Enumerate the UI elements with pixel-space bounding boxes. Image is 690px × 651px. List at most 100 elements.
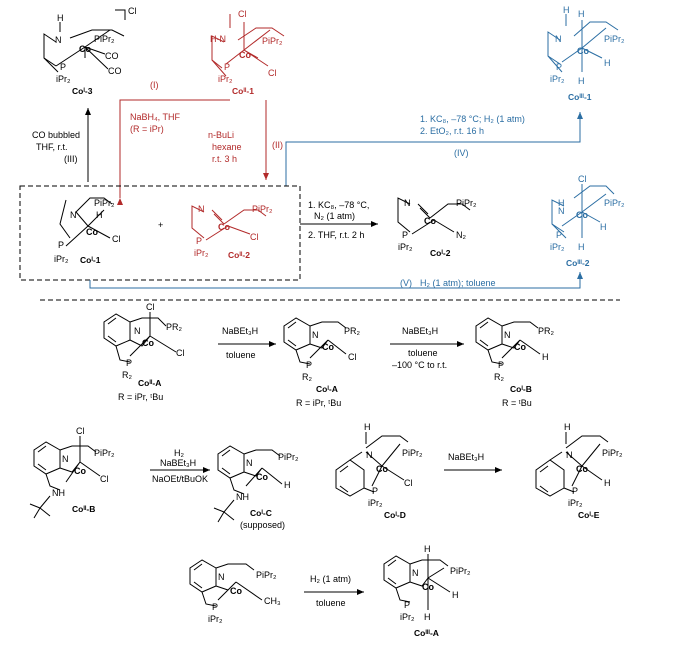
co1-b-label: Coᴵ-B — [510, 384, 532, 394]
svg-text:Co: Co — [514, 342, 526, 352]
co1-a-label: Coᴵ-A — [316, 384, 338, 394]
co1-3-ipr2: iPr₂ — [56, 74, 71, 84]
co1-ch3-ipr2: iPr₂ — [208, 614, 223, 624]
compound-co1-e — [535, 432, 609, 497]
co1-a-pr2: PR₂ — [344, 326, 361, 336]
plus-sign: + — [158, 220, 163, 230]
svg-text:Co: Co — [422, 582, 434, 592]
cond-ii-line3: r.t. 3 h — [212, 154, 237, 164]
co2-2-p: P — [196, 236, 202, 246]
co1-b-h: H — [542, 352, 549, 362]
co1-e-h-n: H — [564, 422, 571, 432]
co1-a-p: P — [306, 360, 312, 370]
co1-c-note: (supposed) — [240, 520, 285, 530]
cond-n2-line2: N₂ (1 atm) — [314, 211, 355, 221]
co3-1-h-b: H — [578, 76, 585, 86]
svg-text:Co: Co — [79, 44, 91, 54]
cond-e1-bot: toluene — [316, 598, 346, 608]
compound-co2-b — [29, 436, 101, 519]
co1-e-pipr2: PiPr₂ — [602, 448, 623, 458]
co2-1-cl: Cl — [268, 68, 277, 78]
arrow-i — [117, 99, 230, 205]
cond-b1-top: H₂ — [174, 448, 184, 458]
co1-d-cl: Cl — [404, 478, 413, 488]
cond-a2-mid: toluene — [408, 348, 438, 358]
svg-text:Co: Co — [142, 338, 154, 348]
co1-d-label: Coᴵ-D — [384, 510, 406, 520]
co1-1-p: P — [58, 240, 64, 250]
co1-3-n: N — [55, 35, 62, 45]
svg-text:Co: Co — [74, 466, 86, 476]
co1-a-note: R = iPr, ᵗBu — [296, 398, 341, 408]
co1-b-r2: R₂ — [494, 372, 504, 382]
cond-iii-label: (III) — [64, 154, 78, 164]
co1-1-n: N — [70, 210, 77, 220]
co1-2-pipr2: PiPr₂ — [456, 198, 477, 208]
co3-1-label: Coᴵᴵᴵ-1 — [568, 92, 592, 102]
co2-b-n: N — [62, 454, 69, 464]
dashed-box — [19, 185, 301, 281]
co1-d-ipr2: iPr₂ — [368, 498, 383, 508]
co1-2-n2: N₂ — [456, 230, 466, 240]
co3-a-pipr2: PiPr₂ — [450, 566, 471, 576]
co1-d-pipr2: PiPr₂ — [402, 448, 423, 458]
cond-i-label: (I) — [150, 80, 159, 90]
compound-co2-a — [103, 312, 177, 363]
co2-a-note: R = iPr, ᵗBu — [118, 392, 163, 402]
co1-c-pipr2: PiPr₂ — [278, 452, 299, 462]
co1-2-p: P — [402, 230, 408, 240]
compound-co3-a — [383, 554, 451, 610]
co1-c-label: Coᴵ-C — [250, 508, 272, 518]
co1-e-n: N — [566, 450, 573, 460]
cond-b1-mid: NaBEt₃H — [160, 458, 196, 468]
co3-2-label: Coᴵᴵᴵ-2 — [566, 258, 590, 268]
co3-a-p: P — [404, 600, 410, 610]
co2-1-pipr2: PiPr₂ — [262, 36, 283, 46]
co1-b-p: P — [498, 360, 504, 370]
co1-3-co-b: CO — [108, 66, 122, 76]
co1-ch3-ch3: CH₃ — [264, 596, 281, 606]
cond-ii-line1: n-BuLi — [208, 130, 234, 140]
cond-v-label: (V) — [400, 278, 412, 288]
co3-1-n: N — [555, 34, 562, 44]
co1-e-p: P — [572, 486, 578, 496]
co2-a-label: Coᴵᴵ-A — [138, 378, 161, 388]
co2-2-pipr2: PiPr₂ — [252, 204, 273, 214]
co1-ch3-n: N — [218, 572, 225, 582]
co2-a-n: N — [134, 326, 141, 336]
cond-v-line1: H₂ (1 atm); toluene — [420, 278, 496, 288]
co1-1-h: H — [96, 210, 103, 220]
co3-2-h-a: H — [600, 222, 607, 232]
compound-co2-2 — [191, 205, 267, 241]
compound-co1-a — [283, 317, 347, 365]
cond-ii-label: (II) — [272, 140, 283, 150]
co3-2-h-b: H — [578, 242, 585, 252]
co1-b-n: N — [504, 330, 511, 340]
cond-iv-line2: 2. EtO₂, r.t. 16 h — [420, 126, 484, 136]
compound-co1-1 — [59, 197, 113, 247]
co2-b-nh: NH — [52, 488, 65, 498]
co1-3-p: P — [60, 62, 66, 72]
cond-a2-bot: –100 °C to r.t. — [392, 360, 447, 370]
cond-n2-line1: 1. KC₈, –78 °C, — [308, 200, 369, 210]
svg-text:Co: Co — [424, 216, 436, 226]
co1-b-pr2: PR₂ — [538, 326, 555, 336]
co3-2-p: P — [556, 230, 562, 240]
compound-co3-2 — [551, 184, 615, 239]
compound-co1-d — [335, 432, 409, 497]
compound-co3-1 — [547, 14, 619, 73]
co3-1-ipr2: iPr₂ — [550, 74, 565, 84]
co1-e-label: Coᴵ-E — [578, 510, 600, 520]
co1-ch3-pipr2: PiPr₂ — [256, 570, 277, 580]
co1-b-note: R = ᵗBu — [502, 398, 532, 408]
co1-d-n: N — [366, 450, 373, 460]
cond-i-line1: NaBH₄, THF — [130, 112, 181, 122]
co1-e-h: H — [604, 478, 611, 488]
co1-2-label: Coᴵ-2 — [430, 248, 451, 258]
co2-2-ipr2: iPr₂ — [194, 248, 209, 258]
co3-a-h-b: H — [424, 612, 431, 622]
compound-co1-ch3 — [189, 559, 263, 607]
co2-b-cl: Cl — [100, 474, 109, 484]
co2-1-p: P — [224, 62, 230, 72]
co2-1-hn: H-N — [210, 34, 226, 44]
